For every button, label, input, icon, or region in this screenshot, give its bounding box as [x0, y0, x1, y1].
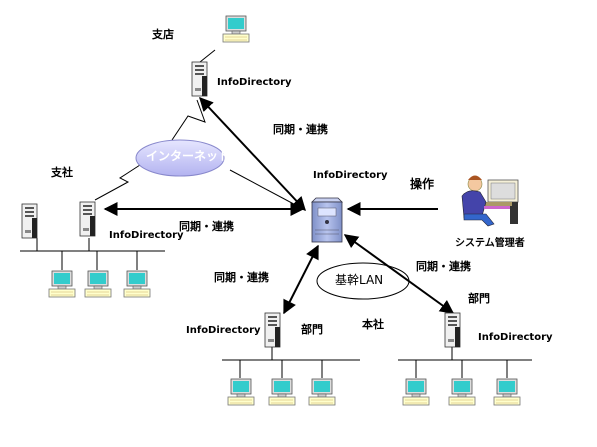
dept-right-terminal-icon-2	[448, 378, 476, 406]
dept-left-terminal-icon-3	[308, 378, 336, 406]
admin-figure-icon	[461, 175, 519, 227]
dept-left-server-name: InfoDirectory	[186, 325, 261, 336]
dept-right-server-icon	[444, 312, 461, 348]
sys-admin-label: システム管理者	[455, 238, 525, 249]
dept-right-label: 部門	[468, 292, 490, 305]
arrow-central-dept-left	[283, 244, 319, 315]
dept-left-terminal-icon-2	[268, 378, 296, 406]
office-terminal-icon-1	[48, 270, 76, 298]
dept-right-terminal-icon-1	[402, 378, 430, 406]
core-lan-label: 基幹LAN	[335, 273, 384, 287]
store-server-name: InfoDirectory	[217, 77, 292, 88]
arrow-store-central	[199, 96, 306, 212]
operation-label: 操作	[410, 177, 435, 191]
office-terminal-icon-2	[84, 270, 112, 298]
internet-label: インターネット	[146, 149, 231, 163]
arrow-central-dept-right	[343, 234, 455, 314]
store-terminal-icon	[222, 15, 250, 43]
central-server-name: InfoDirectory	[313, 170, 388, 181]
dept-right-terminal-icon-3	[493, 378, 521, 406]
branch-office-label: 支社	[51, 166, 73, 179]
internet-link-central	[229, 169, 306, 211]
store-server-icon	[191, 61, 208, 97]
office-server-icon-2	[79, 201, 96, 237]
office-terminal-icon-3	[123, 270, 151, 298]
dept-left-label: 部門	[301, 323, 323, 336]
dept-right-server-name: InfoDirectory	[478, 332, 553, 343]
office-server-name: InfoDirectory	[109, 230, 184, 241]
sync-label-dept-right: 同期・連携	[416, 260, 471, 273]
dept-left-terminal-icon-1	[227, 378, 255, 406]
sync-label-store: 同期・連携	[273, 123, 328, 136]
internet-link-store	[199, 49, 216, 63]
sync-label-office: 同期・連携	[179, 220, 234, 233]
central-server-icon	[311, 197, 343, 243]
branch-store-label: 支店	[152, 28, 174, 41]
dept-left-server-icon	[264, 312, 281, 348]
headquarters-label: 本社	[362, 318, 384, 331]
office-server-icon-1	[21, 203, 38, 239]
sync-label-dept-left: 同期・連携	[214, 271, 269, 284]
internet-link-office	[94, 164, 141, 201]
internet-link-store-zigzag	[171, 99, 206, 141]
